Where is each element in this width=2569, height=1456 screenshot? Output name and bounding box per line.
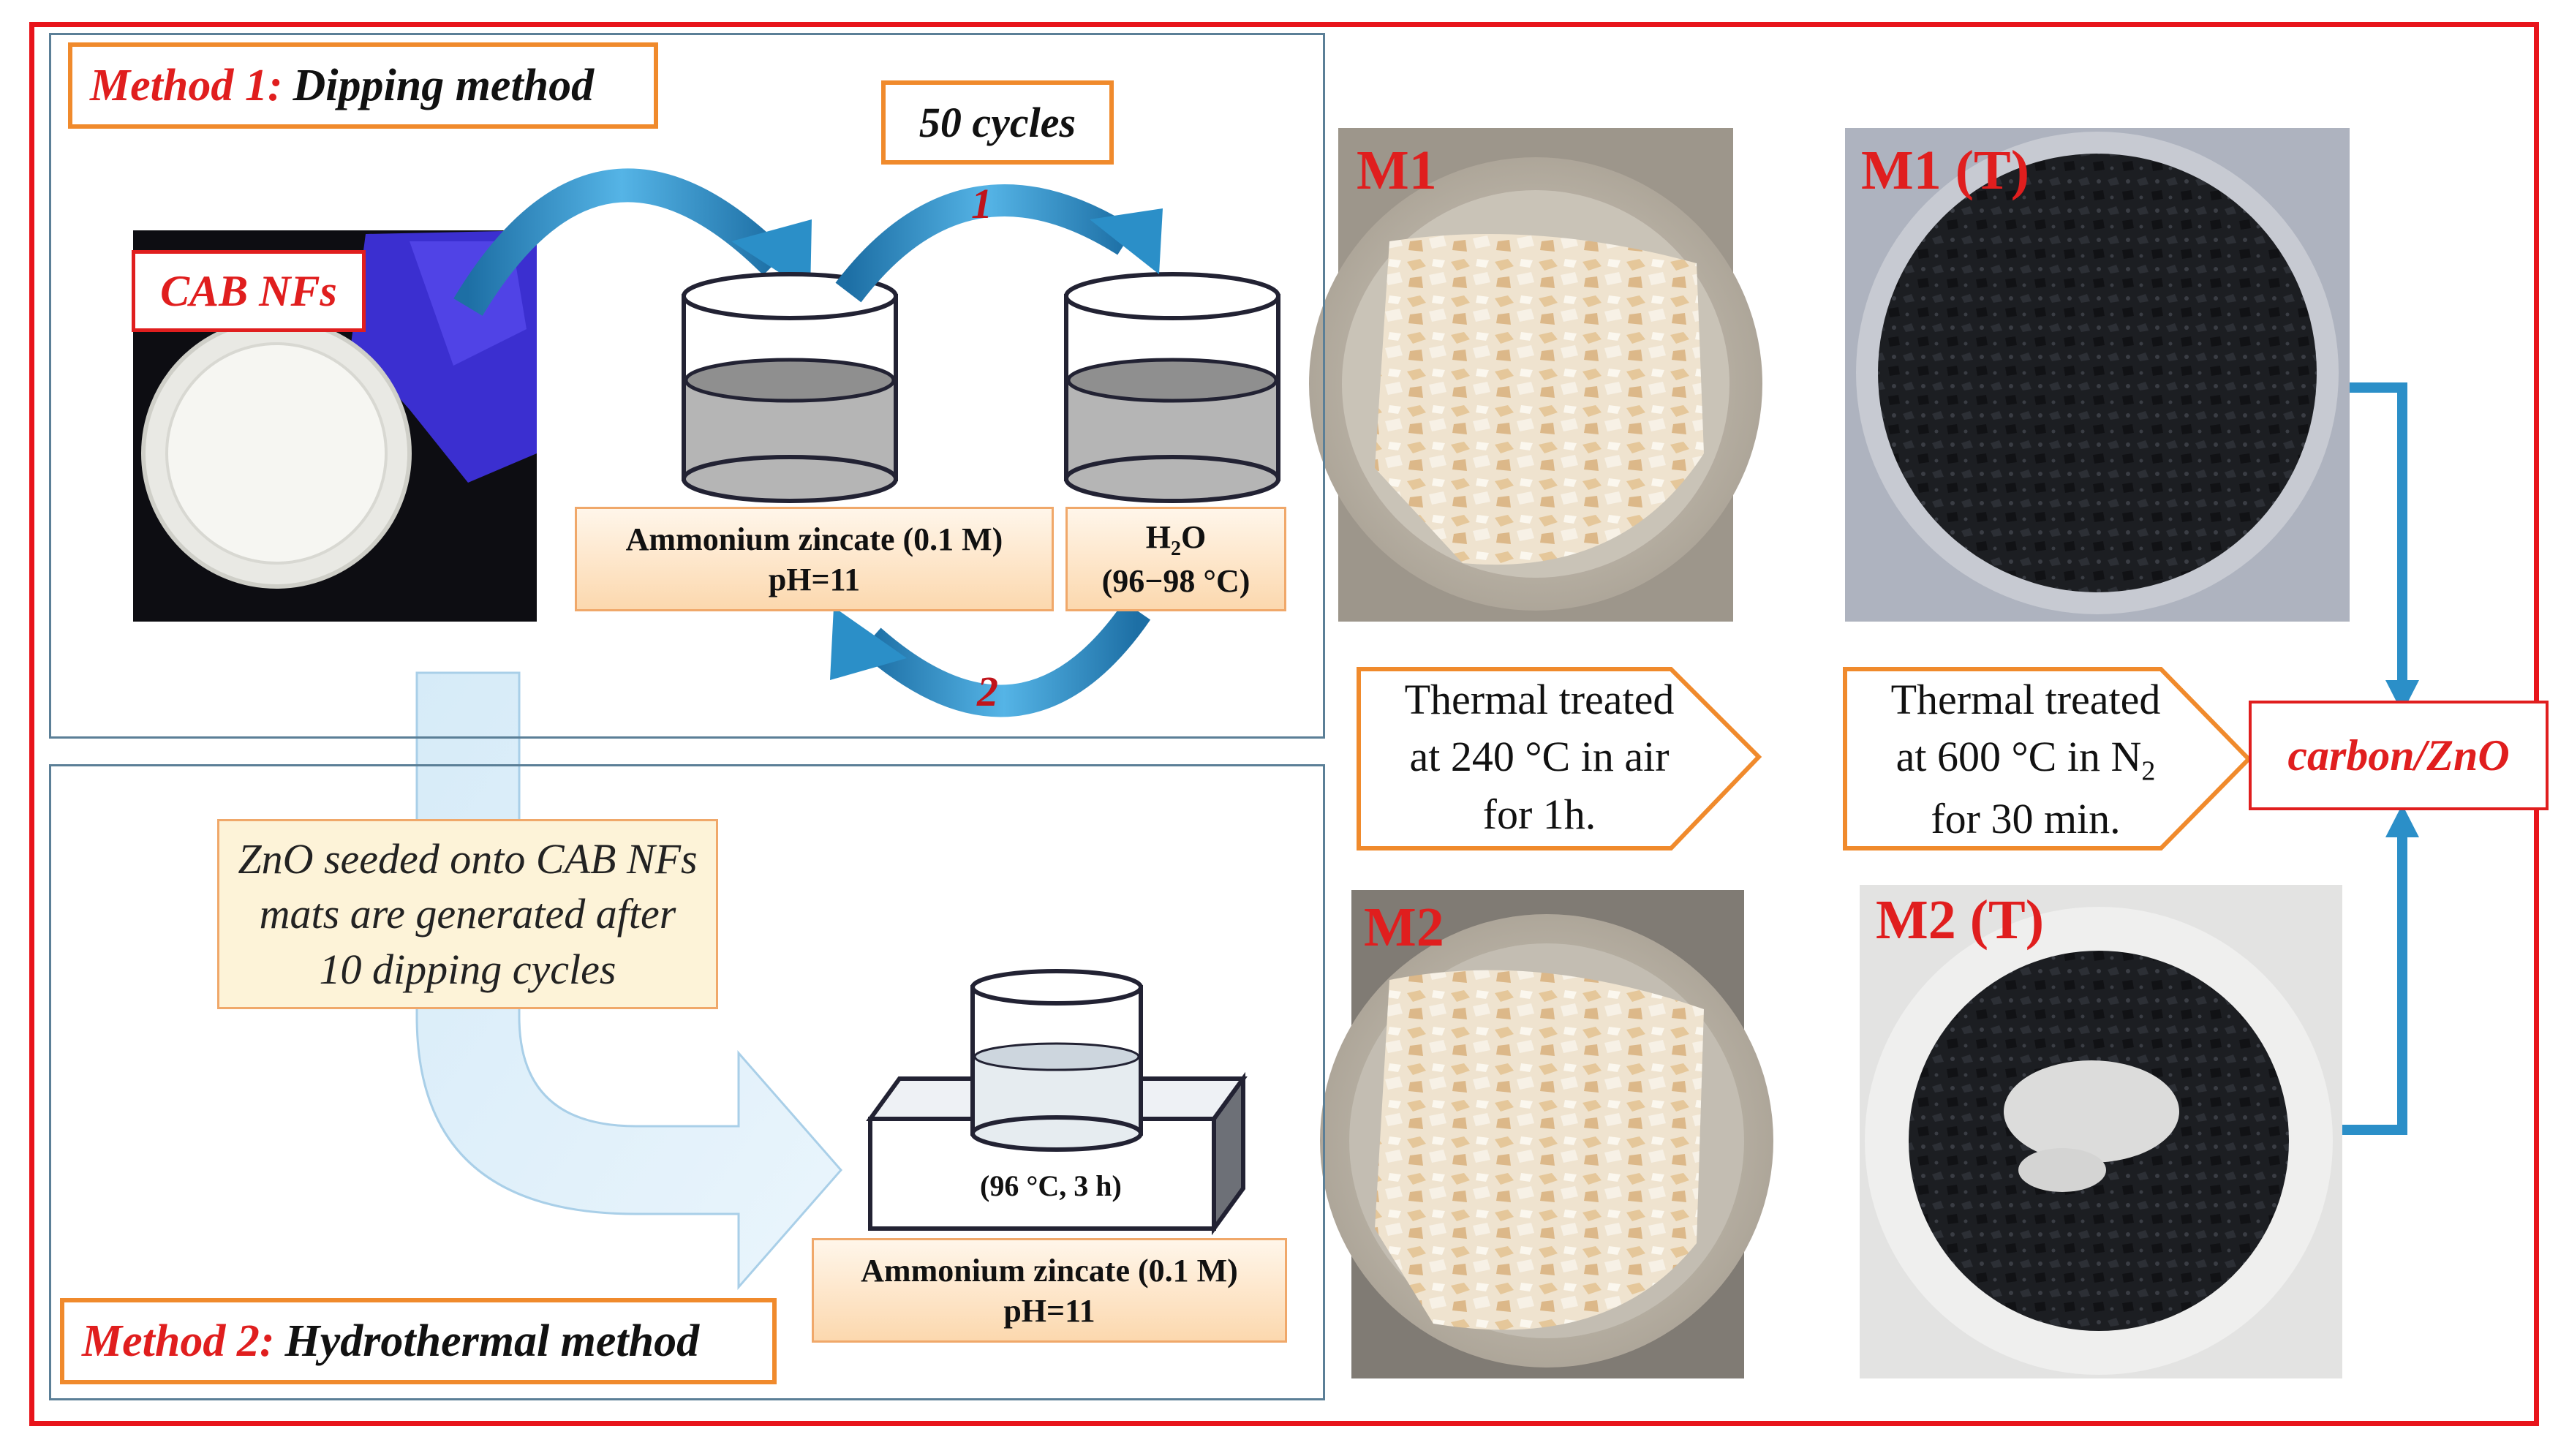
water-line1: H2O	[1145, 518, 1207, 560]
hydrothermal-vessel	[866, 969, 1248, 1236]
photo-m1t	[1845, 128, 2350, 622]
seeding-note: ZnO seeded onto CAB NFs mats are generat…	[217, 819, 718, 1009]
step-number-2: 2	[977, 668, 998, 715]
treat1-arrow	[1357, 667, 1762, 850]
method2-panel	[49, 764, 1325, 1400]
cycle-arrow-bottom	[830, 601, 1151, 717]
cycle-arrow-top	[835, 184, 1163, 303]
zincate-line1: Ammonium zincate (0.1 M)	[625, 521, 1003, 557]
zincate2-line2: pH=11	[1003, 1292, 1095, 1329]
step-number-1: 1	[971, 180, 992, 227]
water-beaker	[1064, 272, 1280, 503]
label-m1t: M1 (T)	[1861, 140, 2030, 201]
treat2-text: Thermal treated at 600 °C in N2 for 30 m…	[1890, 676, 2161, 843]
method1-panel	[49, 33, 1325, 739]
photo-m2t	[1860, 885, 2342, 1378]
label-m1: M1	[1357, 140, 1437, 201]
zincate-solution-box-2: Ammonium zincate (0.1 M) pH=11	[812, 1238, 1287, 1343]
method2-prefix: Method 2:	[82, 1316, 275, 1366]
method1-prefix: Method 1:	[90, 61, 283, 110]
photo-m2	[1320, 890, 1773, 1378]
label-m2: M2	[1364, 897, 1444, 958]
seed-transfer-arrow	[415, 671, 842, 1290]
method1-title: Method 1: Dipping method	[68, 42, 658, 129]
cab-nfs-label: CAB NFs	[132, 250, 366, 332]
method1-name: Dipping method	[293, 61, 595, 110]
water-box: H2O (96−98 °C)	[1065, 507, 1286, 611]
method2-name: Hydrothermal method	[284, 1316, 700, 1366]
carbon-zno-result: carbon/ZnO	[2249, 701, 2549, 810]
zincate-beaker	[682, 272, 898, 503]
zincate2-line1: Ammonium zincate (0.1 M)	[861, 1252, 1238, 1289]
label-m2t: M2 (T)	[1876, 889, 2045, 951]
photo-m1	[1309, 128, 1762, 622]
connector-bottom	[2342, 804, 2419, 1135]
zincate-solution-box: Ammonium zincate (0.1 M) pH=11	[575, 507, 1054, 611]
zincate-line2: pH=11	[768, 561, 861, 597]
treat1-text: Thermal treated at 240 °C in air for 1h.	[1404, 676, 1675, 838]
connector-top	[2350, 382, 2419, 713]
treat2-arrow	[1843, 667, 2252, 850]
method2-title: Method 2: Hydrothermal method	[60, 1298, 777, 1384]
cycles-label: 50 cycles	[881, 80, 1114, 165]
water-line2: (96−98 °C)	[1101, 563, 1250, 600]
hydro-condition: (96 °C, 3 h)	[980, 1169, 1122, 1202]
